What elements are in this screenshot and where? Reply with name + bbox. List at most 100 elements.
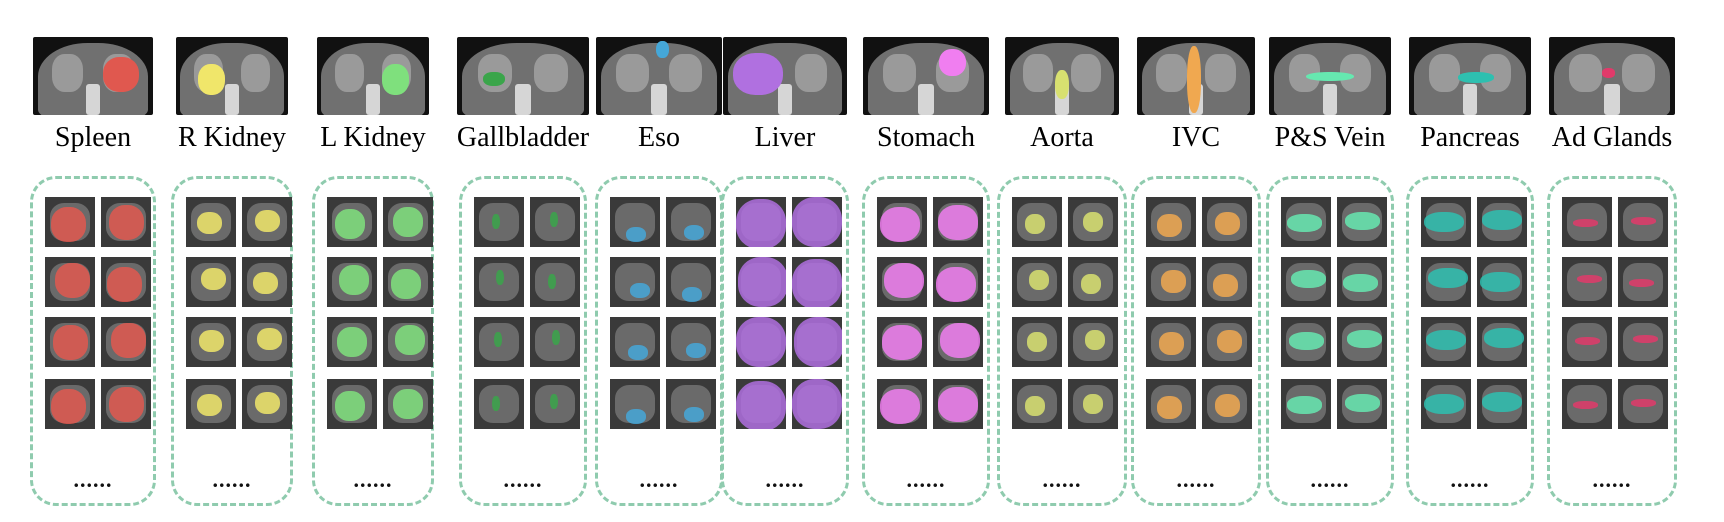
adrenal-glands-segmentation-icon <box>1601 68 1615 78</box>
right-kidney-segmentation-icon <box>200 267 226 290</box>
stomach-segmentation-icon <box>938 48 967 76</box>
patch-image <box>383 317 433 367</box>
patch-image <box>383 257 433 307</box>
esophagus-segmentation-icon <box>683 224 704 240</box>
ellipsis-text: ...... <box>1176 467 1216 492</box>
patch-image <box>1068 317 1118 367</box>
left-kidney-segmentation-icon <box>381 64 409 96</box>
organ-shape <box>1071 54 1101 92</box>
organ-shape <box>1155 54 1187 92</box>
ellipsis-text: ...... <box>1592 467 1632 492</box>
organ-shape <box>616 54 649 92</box>
ct-thumbnail <box>596 37 722 115</box>
liver-segmentation-icon <box>738 257 786 307</box>
pancreas-segmentation-icon <box>1457 72 1495 83</box>
portal-splenic-vein-segmentation-icon <box>1286 214 1322 232</box>
spleen-segmentation-icon <box>106 266 142 302</box>
patch-image <box>1281 257 1331 307</box>
spleen-segmentation-icon <box>50 388 86 424</box>
patch-image <box>1618 197 1668 247</box>
patch-image <box>1281 317 1331 367</box>
patch-image <box>1421 257 1471 307</box>
left-kidney-segmentation-icon <box>337 327 367 357</box>
gallbladder-segmentation-icon <box>492 214 500 229</box>
liver-segmentation-icon <box>732 52 783 96</box>
patch-image <box>666 379 716 429</box>
pancreas-segmentation-icon <box>1482 209 1522 230</box>
aorta-segmentation-icon <box>1027 332 1047 352</box>
patch-image <box>1477 379 1527 429</box>
ct-thumbnail <box>1549 37 1675 115</box>
ivc-segmentation-icon <box>1216 330 1242 353</box>
patch-image <box>1477 257 1527 307</box>
right-kidney-segmentation-icon <box>254 209 280 232</box>
stomach-segmentation-icon <box>936 266 976 302</box>
right-kidney-segmentation-icon <box>198 64 226 96</box>
adrenal-glands-segmentation-icon <box>1572 219 1598 227</box>
patch-image <box>474 257 524 307</box>
pancreas-segmentation-icon <box>1480 271 1520 292</box>
esophagus-segmentation-icon <box>656 40 670 59</box>
organ-shape <box>1622 54 1655 92</box>
patch-image <box>101 317 151 367</box>
patch-image <box>474 379 524 429</box>
right-kidney-segmentation-icon <box>196 393 222 416</box>
organ-label: Pancreas <box>1420 122 1520 153</box>
organ-shape <box>533 54 568 92</box>
portal-splenic-vein-segmentation-icon <box>1290 270 1326 288</box>
adrenal-glands-segmentation-icon <box>1632 335 1658 343</box>
patch-card: ...... <box>1547 176 1677 506</box>
aorta-segmentation-icon <box>1083 212 1103 232</box>
patch-image <box>1337 379 1387 429</box>
patch-card: ...... <box>459 176 587 506</box>
spleen-segmentation-icon <box>108 386 144 422</box>
patch-image <box>1012 257 1062 307</box>
ct-thumbnail <box>1269 37 1391 115</box>
spleen-segmentation-icon <box>50 206 86 242</box>
patch-image <box>1421 317 1471 367</box>
right-kidney-segmentation-icon <box>256 327 282 350</box>
spine-shape <box>225 83 239 115</box>
patch-image <box>610 257 660 307</box>
ct-thumbnail <box>457 37 589 115</box>
patch-image <box>242 379 292 429</box>
patch-image <box>1202 257 1252 307</box>
right-kidney-segmentation-icon <box>252 271 278 294</box>
organ-label: Eso <box>638 122 680 153</box>
organ-shape <box>669 54 702 92</box>
stomach-segmentation-icon <box>880 388 920 424</box>
organ-label: P&S Vein <box>1274 122 1386 153</box>
right-kidney-segmentation-icon <box>196 211 222 234</box>
patch-image <box>610 197 660 247</box>
patch-image <box>327 257 377 307</box>
patch-image <box>1012 379 1062 429</box>
patch-image <box>242 197 292 247</box>
ellipsis-text: ...... <box>503 467 543 492</box>
organ-label: IVC <box>1171 122 1221 153</box>
patch-image <box>933 197 983 247</box>
patch-image <box>1618 257 1668 307</box>
patch-card: ...... <box>721 176 849 506</box>
patch-image <box>1202 317 1252 367</box>
organ-label: Aorta <box>1030 122 1094 153</box>
left-kidney-segmentation-icon <box>393 207 423 237</box>
aorta-segmentation-icon <box>1083 394 1103 414</box>
patch-image <box>186 197 236 247</box>
organ-label: Spleen <box>54 122 132 153</box>
patch-image <box>610 317 660 367</box>
ivc-segmentation-icon <box>1158 332 1184 355</box>
left-kidney-segmentation-icon <box>395 325 425 355</box>
adrenal-glands-segmentation-icon <box>1628 279 1654 287</box>
patch-image <box>1477 317 1527 367</box>
patch-card: ...... <box>1131 176 1261 506</box>
patch-image <box>792 379 842 429</box>
ivc-segmentation-icon <box>1156 214 1182 237</box>
patch-image <box>1421 379 1471 429</box>
patch-card: ...... <box>1406 176 1534 506</box>
ct-thumbnail <box>1137 37 1255 115</box>
patch-image <box>736 317 786 367</box>
patch-image <box>186 379 236 429</box>
ivc-segmentation-icon <box>1214 212 1240 235</box>
